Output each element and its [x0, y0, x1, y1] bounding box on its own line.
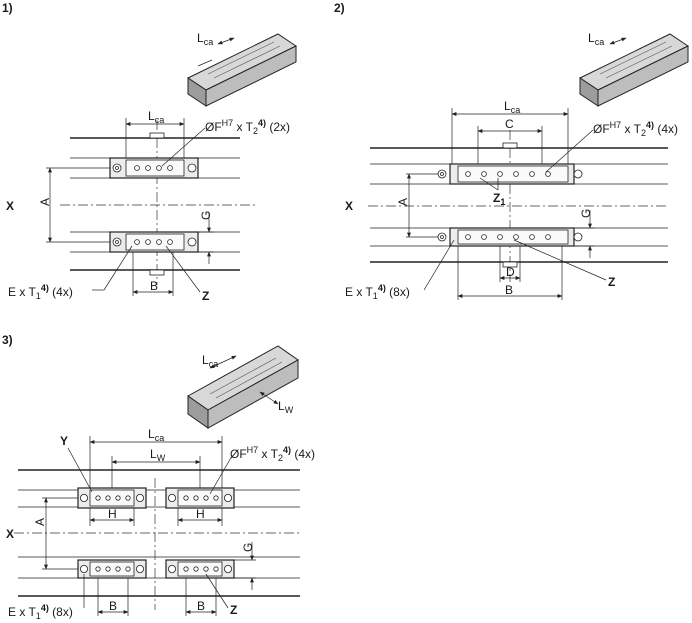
lca-dimension-3: Lca	[148, 427, 164, 443]
x-axis-label-2: X	[345, 199, 353, 213]
screw-callout-1: E x T14) (4x)	[8, 283, 73, 301]
figure-2-label: 2)	[334, 1, 345, 15]
carriage-plate-top-1	[109, 132, 199, 179]
b-dimension-3-right: B	[197, 599, 205, 613]
g-dimension-3: G	[241, 543, 255, 552]
carriage-plate-top-left-3	[77, 487, 147, 509]
b-dimension-2: B	[505, 283, 513, 297]
g-dimension-1: G	[199, 211, 213, 220]
figure-2: 2) Lca	[334, 1, 690, 301]
carriage-plate-bottom-2	[437, 227, 583, 268]
screw-callout-3: E x T14) (8x)	[8, 603, 73, 621]
z-axis-label-2: Z	[608, 275, 615, 289]
x-axis-label-3: X	[6, 527, 14, 541]
figure-1: 1) Lca	[2, 1, 298, 303]
a-dimension-3: A	[33, 518, 47, 526]
lw-label-iso-3: LW	[278, 399, 294, 415]
screw-callout-2: E x T14) (8x)	[345, 283, 410, 301]
lca-label-iso-1: Lca	[197, 31, 213, 47]
figure-3: 3) Lca LW	[2, 333, 315, 621]
lw-dimension-3: LW	[150, 447, 166, 463]
dowel-callout-1: ØFH7 x T24) (2x)	[205, 118, 290, 136]
dowel-callout-2: ØFH7 x T24) (4x)	[593, 120, 678, 138]
b-dimension-1: B	[150, 279, 158, 293]
carriage-isometric-2	[578, 33, 690, 107]
z-axis-label-3: Z	[230, 603, 237, 617]
carriage-plate-bottom-1	[109, 231, 199, 276]
lca-label-iso-3: Lca	[202, 353, 218, 369]
figure-3-label: 3)	[2, 333, 13, 347]
a-dimension-1: A	[38, 198, 52, 206]
y-axis-label: Y	[60, 434, 68, 448]
dowel-callout-3: ØFH7 x T24) (4x)	[230, 445, 315, 463]
lca-dimension-2: Lca	[504, 99, 520, 115]
b-dimension-3-left: B	[109, 599, 117, 613]
c-dimension: C	[505, 117, 514, 131]
lca-label-iso-2: Lca	[588, 31, 604, 47]
z-axis-label-1: Z	[202, 289, 209, 303]
carriage-plate-top-right-3	[165, 487, 235, 509]
figure-1-label: 1)	[2, 1, 13, 15]
carriage-plate-bottom-left-3	[77, 559, 147, 579]
h-dimension-right: H	[196, 507, 205, 521]
d-dimension: D	[506, 265, 515, 279]
a-dimension-2: A	[396, 198, 410, 206]
x-axis-label-1: X	[6, 199, 14, 213]
svg-text:Lca: Lca	[197, 31, 213, 47]
h-dimension-left: H	[108, 507, 117, 521]
carriage-isometric-3	[187, 345, 299, 429]
z1-axis-label: Z1	[493, 191, 505, 207]
g-dimension-2: G	[579, 209, 593, 218]
lca-dimension-1: Lca	[148, 109, 164, 125]
carriage-plate-bottom-right-3	[165, 559, 235, 579]
carriage-isometric-1	[186, 33, 298, 107]
